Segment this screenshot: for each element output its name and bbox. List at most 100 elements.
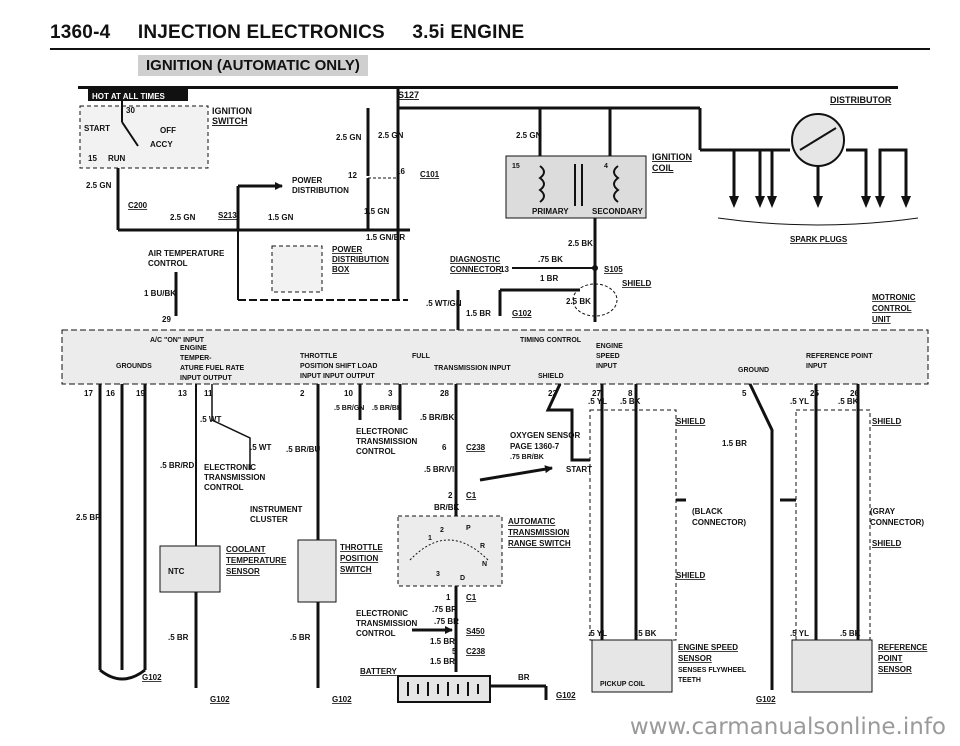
ecu-speed-2: SPEED [596,353,620,360]
wire-0.5br-b: .5 BR [290,633,311,642]
pin-2-c1: 2 [448,491,453,500]
ecu-grounds: GROUNDS [116,363,152,370]
spark-plug-arrows [729,196,911,208]
start-label: START [566,465,592,474]
conn-g102-l2: G102 [210,695,230,704]
battery-label: BATTERY [360,667,398,676]
diagnostic-label-1: DIAGNOSTIC [450,255,500,264]
range-label-3: RANGE SWITCH [508,539,571,548]
svg-text:19: 19 [136,389,145,398]
pos-15: 15 [88,154,97,163]
wire-1.5br-d: 1.5 BR [722,439,747,448]
svg-text:R: R [480,543,485,550]
wire-0.5yl-a: .5 YL [588,397,607,406]
wire-2.5gn-a: 2.5 GN [86,181,112,190]
diagnostic-label-2: CONNECTOR [450,265,502,274]
svg-text:13: 13 [178,389,187,398]
throttle-switch-box [297,539,337,603]
wire-0.5bk-a: .5 BK [620,397,641,406]
motronic-label-2: CONTROL [872,304,912,313]
wire-0.5yl-d: .5 YL [790,629,809,638]
section-banner: IGNITION (AUTOMATIC ONLY) [138,55,368,76]
power-distribution-box [271,245,323,293]
hot-label-box [88,89,188,101]
ignition-coil-label-2: COIL [652,163,674,173]
wire-0.5brbk-b: .5 BR/BK [420,413,454,422]
engine-title: 3.5i ENGINE [412,22,525,43]
wire-0.5wtgn: .5 WT/GN [426,299,462,308]
svg-text:27: 27 [592,389,601,398]
instr-label-1: INSTRUMENT [250,505,303,514]
svg-text:10: 10 [344,389,353,398]
pos-30: 30 [126,106,135,115]
conn-s450: S450 [466,627,485,636]
ecu-engine-temp-3: ATURE FUEL RATE [180,365,244,372]
ecu-full: FULL [412,353,431,360]
ecu-engine-temp-1: ENGINE [180,345,207,352]
pos-off: OFF [160,126,176,135]
ignition-switch-box [79,105,209,169]
wire-0.5bk-c: .5 BK [838,397,859,406]
ecu-throttle-3: INPUT INPUT OUTPUT [300,373,375,380]
pos-accy: ACCY [150,140,173,149]
wire-2.5bk-b: 2.5 BK [566,297,591,306]
ignition-switch-label-2: SWITCH [212,116,248,126]
section-title: INJECTION ELECTRONICS [137,22,385,43]
coolant-label-1: COOLANT [226,545,266,554]
wire-1.5br-c: 1.5 BR [430,657,455,666]
conn-c1-b: C1 [466,593,477,602]
pos-start: START [84,124,110,133]
ecu-throttle-2: POSITION SHIFT LOAD [300,363,377,370]
wire-br: BR [518,673,530,682]
pin-29: 29 [162,315,171,324]
etc1-label-3: CONTROL [204,483,244,492]
throttle-label-3: SWITCH [340,565,372,574]
wire-2.5br: 2.5 BR [76,513,101,522]
wire-0.5yl-b: .5 YL [588,629,607,638]
hot-bar [78,86,898,89]
etc2-label-3: CONTROL [356,447,396,456]
gray-conn-2: CONNECTOR) [870,518,924,527]
coil-secondary: SECONDARY [592,207,643,216]
battery-cells [407,682,479,696]
pin-13-diag: 13 [500,265,509,274]
range-label-2: TRANSMISSION [508,528,570,537]
pdb-label-1: POWER [332,245,362,254]
ecu-ac: A/C "ON" INPUT [150,337,205,344]
etc2-label-1: ELECTRONIC [356,427,408,436]
wire-1.5br-b: 1.5 BR [430,637,455,646]
coolant-sensor-box [159,545,221,593]
svg-text:16: 16 [106,389,115,398]
svg-text:3: 3 [436,571,440,578]
wire-0.5br-a: .5 BR [168,633,189,642]
header-rule [50,48,930,50]
etc1-label-2: TRANSMISSION [204,473,266,482]
black-conn-2: CONNECTOR) [692,518,746,527]
svg-text:23: 23 [548,389,557,398]
svg-text:5: 5 [742,389,747,398]
hot-label: HOT AT ALL TIMES [92,92,166,101]
ref-label-2: POINT [878,654,903,663]
conn-c238-b: C238 [466,647,486,656]
conn-c238-a: C238 [466,443,486,452]
ref-label-3: SENSOR [878,665,912,674]
wire-0.75br-a: .75 BR [432,605,457,614]
black-conn-1: (BLACK [692,507,723,516]
svg-text:1: 1 [428,535,432,542]
pin-12-c101: 12 [348,171,357,180]
pickup-label: PICKUP COIL [600,681,646,688]
shield-ref-1: SHIELD [872,417,902,426]
wire-0.5brgn: .5 BR/GN [334,405,364,412]
ecu-speed-3: INPUT [596,363,618,370]
coolant-label-2: TEMPERATURE [226,556,287,565]
pin-6-c238: 6 [442,443,447,452]
wire-0.5bk-b: .5 BK [636,629,657,638]
air-temp-label-2: CONTROL [148,259,188,268]
ecu-ref-2: INPUT [806,363,828,370]
ecu-speed-1: ENGINE [596,343,623,350]
air-temp-label-1: AIR TEMPERATURE [148,249,225,258]
es-label-3: SENSES FLYWHEEL [678,667,747,674]
svg-text:2: 2 [300,389,305,398]
ref-sensor-box [791,639,873,693]
conn-c1-a: C1 [466,491,477,500]
